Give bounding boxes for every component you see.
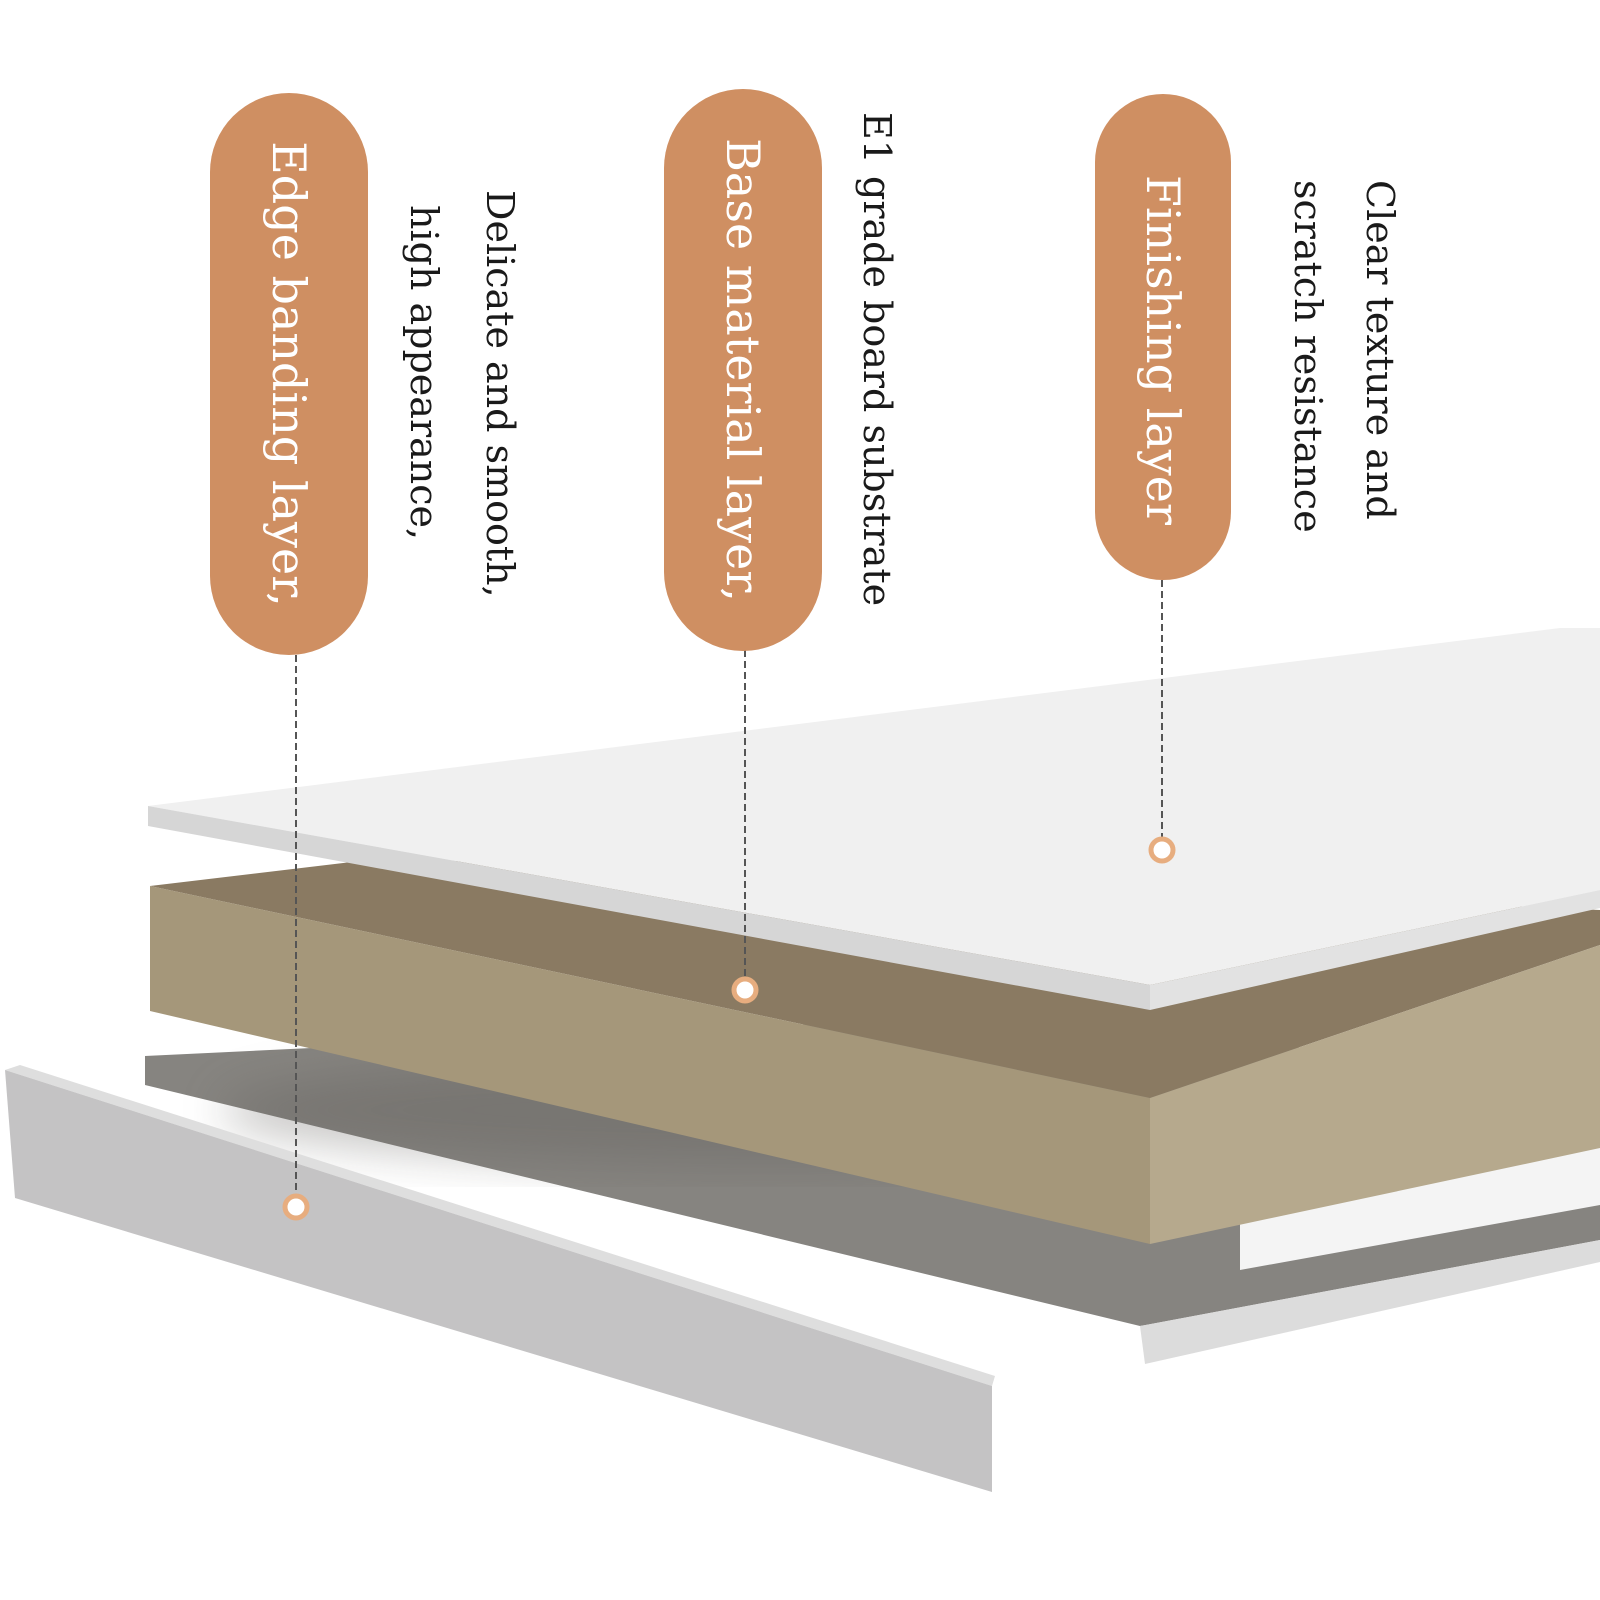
bottom-panel-edge: [1140, 1240, 1600, 1364]
pill-base-material: [664, 89, 822, 651]
description-edge-banding-line-2: high appearance,: [402, 205, 446, 540]
marker-base-material: [731, 976, 759, 1004]
pill-label-finishing: Finishing layer: [1136, 175, 1190, 525]
top-panel: [148, 628, 1600, 1010]
pill-label-edge-banding: Edge banding layer,: [262, 141, 316, 607]
callout-finishing: Finishing layer Clear texture and scratc…: [1095, 94, 1402, 864]
callout-edge-banding: Edge banding layer, Delicate and smooth,…: [210, 93, 522, 1221]
description-base-material-line-1: E1 grade board substrate: [855, 112, 899, 606]
description-edge-banding-line-1: Delicate and smooth,: [478, 190, 522, 598]
edge-banding-strip-front: [5, 1070, 992, 1492]
marker-edge-banding: [282, 1193, 310, 1221]
rear-edge-piece: [1240, 1140, 1600, 1270]
core-board-front: [150, 886, 1150, 1244]
marker-finishing: [1148, 836, 1176, 864]
callout-base-material: Base material layer, E1 grade board subs…: [664, 89, 899, 1004]
top-panel-edge: [148, 806, 1150, 1010]
pill-finishing: [1095, 94, 1231, 580]
top-panel-surface: [148, 628, 1600, 985]
edge-banding-strip-top: [5, 1065, 995, 1386]
top-panel-side-edge: [1150, 890, 1600, 1010]
pill-label-base-material: Base material layer,: [716, 138, 770, 602]
description-finishing-line-1: Clear texture and: [1358, 180, 1402, 520]
core-board-side: [1150, 945, 1600, 1244]
edge-banding-strip: [5, 1065, 995, 1492]
description-finishing-line-2: scratch resistance: [1286, 180, 1330, 533]
pill-edge-banding: [210, 93, 368, 655]
